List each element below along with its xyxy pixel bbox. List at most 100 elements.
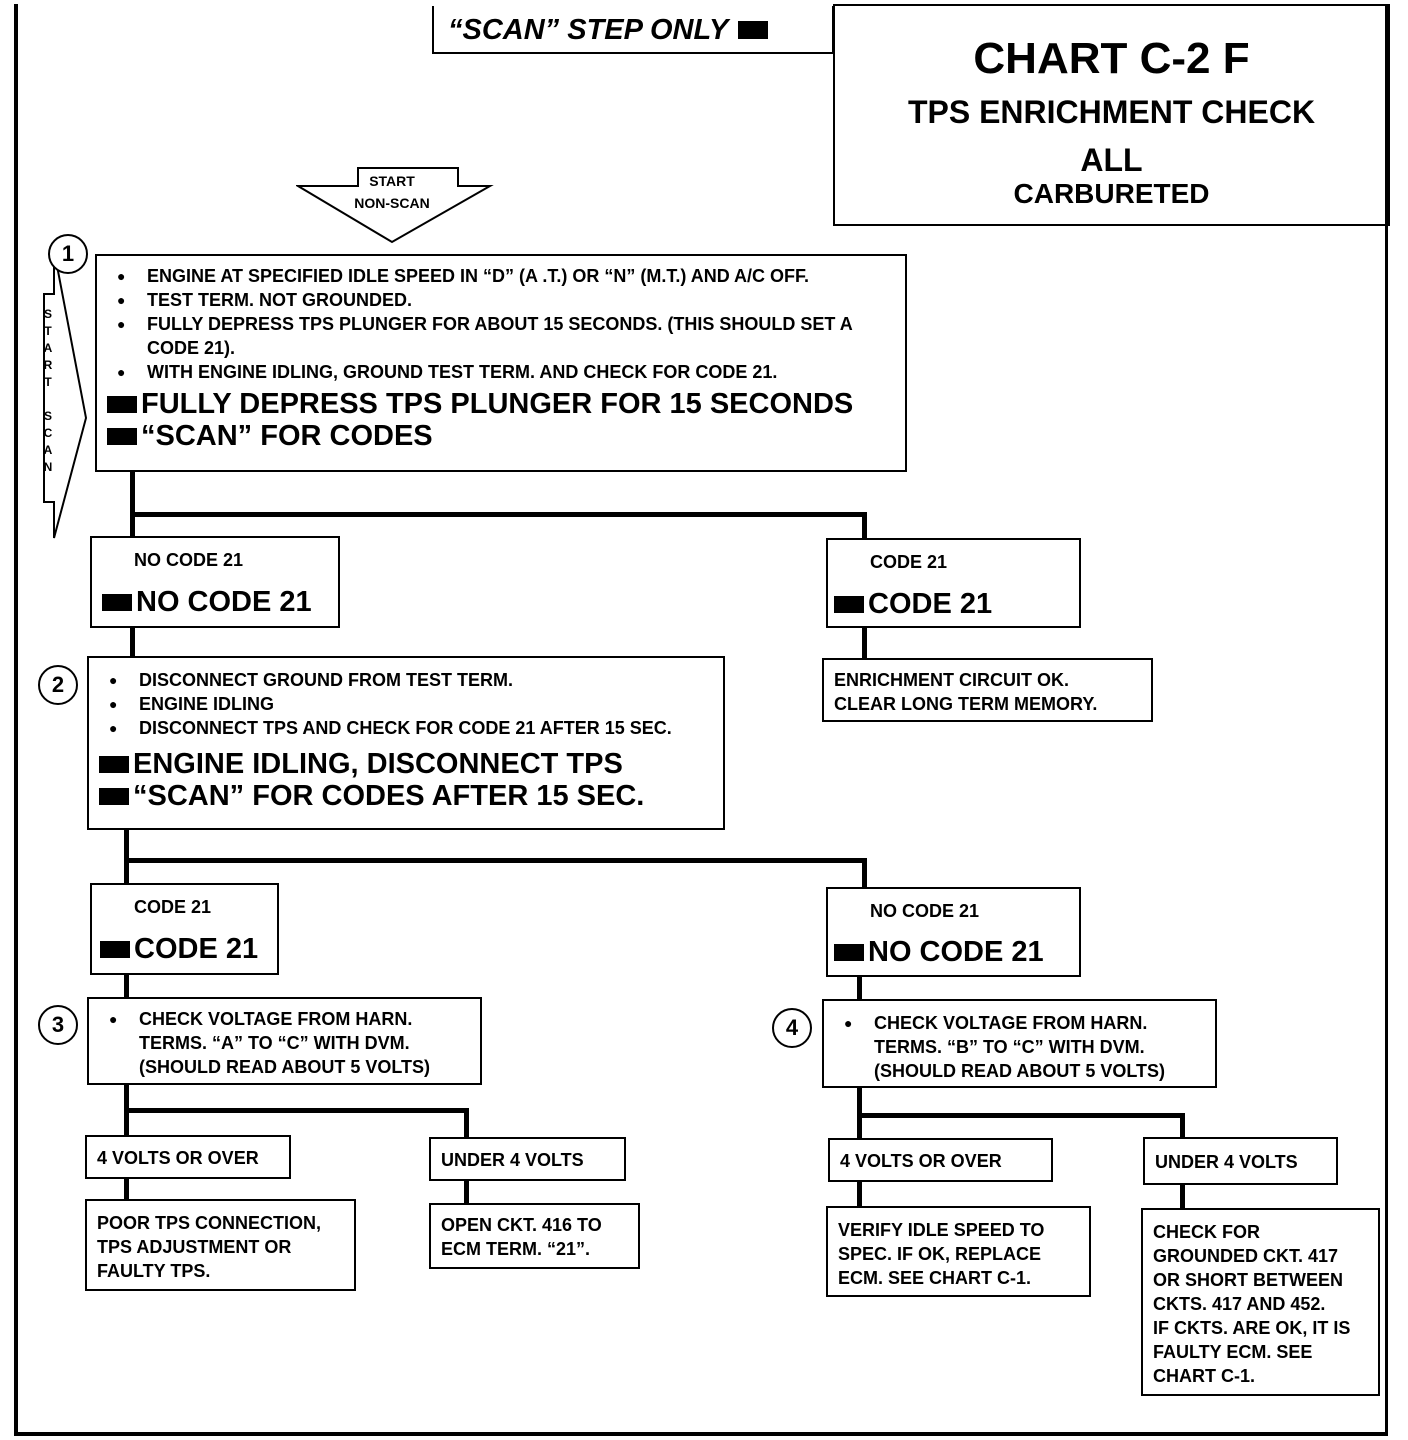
result-scan-label: CODE 21 (834, 588, 992, 620)
page-frame (14, 4, 1388, 1436)
enrichment-ok-box: ENRICHMENT CIRCUIT OK. CLEAR LONG TERM M… (822, 658, 1153, 722)
step-1-scan-line: FULLY DEPRESS TPS PLUNGER FOR 15 SECONDS (107, 388, 895, 420)
connector (124, 1108, 469, 1113)
action-line: FAULTY TPS. (97, 1261, 211, 1281)
action-line: POOR TPS CONNECTION, (97, 1213, 322, 1233)
step-4-bullets: CHECK VOLTAGE FROM HARN. TERMS. “B” TO “… (834, 1011, 1205, 1083)
step-1-number: 1 (48, 234, 88, 274)
action-line: CHECK FOR (1153, 1222, 1260, 1242)
result-nonscan-label: NO CODE 21 (134, 550, 244, 570)
step-3-number: 3 (38, 1005, 78, 1045)
result-scan-text: NO CODE 21 (868, 936, 1044, 968)
connector (857, 977, 862, 1001)
chart-fuel-system: CARBURETED (1013, 178, 1210, 209)
connector (130, 472, 135, 538)
s3-over-4-volts-box: 4 VOLTS OR OVER (85, 1135, 291, 1179)
scan-marker-icon (834, 944, 864, 961)
scan-marker-icon (834, 596, 864, 613)
scan-marker-icon (102, 594, 132, 611)
result-scan-label: NO CODE 21 (834, 936, 1044, 968)
action-line: CLEAR LONG TERM MEMORY. (834, 694, 1098, 714)
result-no-code-21-box: NO CODE 21 NO CODE 21 (826, 887, 1081, 977)
action-line: CHART C-1. (1153, 1366, 1255, 1386)
s4-over-action-box: VERIFY IDLE SPEED TO SPEC. IF OK, REPLAC… (826, 1206, 1091, 1297)
step-2-scan-line: “SCAN” FOR CODES AFTER 15 SEC. (99, 780, 713, 812)
result-scan-text: CODE 21 (134, 933, 259, 965)
chart-applies-to: ALL (1080, 142, 1143, 178)
step-2-scan-text: ENGINE IDLING, DISCONNECT TPS (133, 748, 623, 780)
step-2-number: 2 (38, 665, 78, 705)
result-scan-label: NO CODE 21 (102, 586, 312, 618)
connector (130, 512, 867, 517)
action-line: SPEC. IF OK, REPLACE (838, 1244, 1042, 1264)
scan-marker-icon (107, 396, 137, 413)
connector (130, 628, 135, 658)
step-4-bullet: CHECK VOLTAGE FROM HARN. TERMS. “B” TO “… (834, 1011, 1205, 1083)
step-1-scan-line: “SCAN” FOR CODES (107, 420, 895, 452)
step-1-bullet: WITH ENGINE IDLING, GROUND TEST TERM. AN… (107, 360, 895, 384)
scan-step-only-legend: “SCAN” STEP ONLY (432, 6, 834, 54)
result-scan-label: CODE 21 (100, 933, 258, 965)
action-line: ECM TERM. “21”. (441, 1239, 591, 1259)
action-line: IF CKTS. ARE OK, IT IS (1153, 1318, 1351, 1338)
action-line: OPEN CKT. 416 TO (441, 1215, 602, 1235)
step-2-bullet: ENGINE IDLING (99, 692, 713, 716)
chart-title-block: CHART C-2 F TPS ENRICHMENT CHECK ALL CAR… (833, 4, 1390, 226)
step-1-box: ENGINE AT SPECIFIED IDLE SPEED IN “D” (A… (95, 254, 907, 472)
connector (862, 628, 867, 660)
action-line: CKTS. 417 AND 452. (1153, 1294, 1326, 1314)
connector (124, 858, 867, 863)
connector (464, 1181, 469, 1205)
step-2-scan-text: “SCAN” FOR CODES AFTER 15 SEC. (133, 780, 645, 812)
step-2-box: DISCONNECT GROUND FROM TEST TERM. ENGINE… (87, 656, 725, 830)
connector (1180, 1185, 1185, 1209)
step-3-box: CHECK VOLTAGE FROM HARN. TERMS. “A” TO “… (87, 997, 482, 1085)
chart-name: TPS ENRICHMENT CHECK (907, 94, 1316, 130)
action-line: FAULTY ECM. SEE (1153, 1342, 1313, 1362)
scan-step-only-label: “SCAN” STEP ONLY (448, 14, 729, 46)
branch-label: 4 VOLTS OR OVER (97, 1148, 259, 1168)
start-scan-arrow-icon (43, 249, 88, 539)
s4-over-4-volts-box: 4 VOLTS OR OVER (828, 1138, 1053, 1182)
connector (464, 1108, 469, 1138)
s4-under-action-box: CHECK FOR GROUNDED CKT. 417 OR SHORT BET… (1141, 1208, 1380, 1396)
step-3-text: (SHOULD READ ABOUT 5 VOLTS) (139, 1057, 430, 1077)
step-1-bullets: ENGINE AT SPECIFIED IDLE SPEED IN “D” (A… (107, 264, 895, 384)
nonscan-label: NON-SCAN (354, 195, 430, 211)
step-4-box: CHECK VOLTAGE FROM HARN. TERMS. “B” TO “… (822, 999, 1217, 1088)
step-4-text: CHECK VOLTAGE FROM HARN. (874, 1013, 1148, 1033)
result-scan-text: NO CODE 21 (136, 586, 312, 618)
step-4-number: 4 (772, 1008, 812, 1048)
scan-marker-icon (99, 788, 129, 805)
step-1-scan-text: FULLY DEPRESS TPS PLUNGER FOR 15 SECONDS (141, 388, 854, 420)
action-line: VERIFY IDLE SPEED TO (838, 1220, 1045, 1240)
action-line: ENRICHMENT CIRCUIT OK. (834, 670, 1069, 690)
result-no-code-21-box: NO CODE 21 NO CODE 21 (90, 536, 340, 628)
start-label: START (369, 173, 415, 189)
scan-marker-icon (100, 941, 130, 958)
step-2-scan-line: ENGINE IDLING, DISCONNECT TPS (99, 748, 713, 780)
action-line: GROUNDED CKT. 417 (1153, 1246, 1339, 1266)
s3-under-action-box: OPEN CKT. 416 TO ECM TERM. “21”. (429, 1203, 640, 1269)
connector (124, 975, 129, 999)
step-1-scan-text: “SCAN” FOR CODES (141, 420, 433, 452)
action-line: OR SHORT BETWEEN (1153, 1270, 1344, 1290)
s3-over-action-box: POOR TPS CONNECTION, TPS ADJUSTMENT OR F… (85, 1199, 356, 1291)
scan-marker-icon (738, 21, 769, 39)
result-nonscan-label: CODE 21 (134, 897, 212, 917)
step-2-bullet: DISCONNECT TPS AND CHECK FOR CODE 21 AFT… (99, 716, 713, 740)
connector (857, 1182, 862, 1208)
scan-marker-icon (107, 428, 137, 445)
connector (857, 1113, 1185, 1118)
step-3-text: TERMS. “A” TO “C” WITH DVM. (139, 1033, 410, 1053)
connector (862, 512, 867, 540)
result-nonscan-label: NO CODE 21 (870, 901, 980, 921)
step-3-bullet: CHECK VOLTAGE FROM HARN. TERMS. “A” TO “… (99, 1007, 470, 1079)
step-4-text: (SHOULD READ ABOUT 5 VOLTS) (874, 1061, 1165, 1081)
scan-marker-icon (99, 756, 129, 773)
s4-under-4-volts-box: UNDER 4 VOLTS (1143, 1137, 1338, 1185)
start-nonscan-arrow-icon (296, 167, 494, 244)
connector (862, 858, 867, 888)
step-4-text: TERMS. “B” TO “C” WITH DVM. (874, 1037, 1145, 1057)
